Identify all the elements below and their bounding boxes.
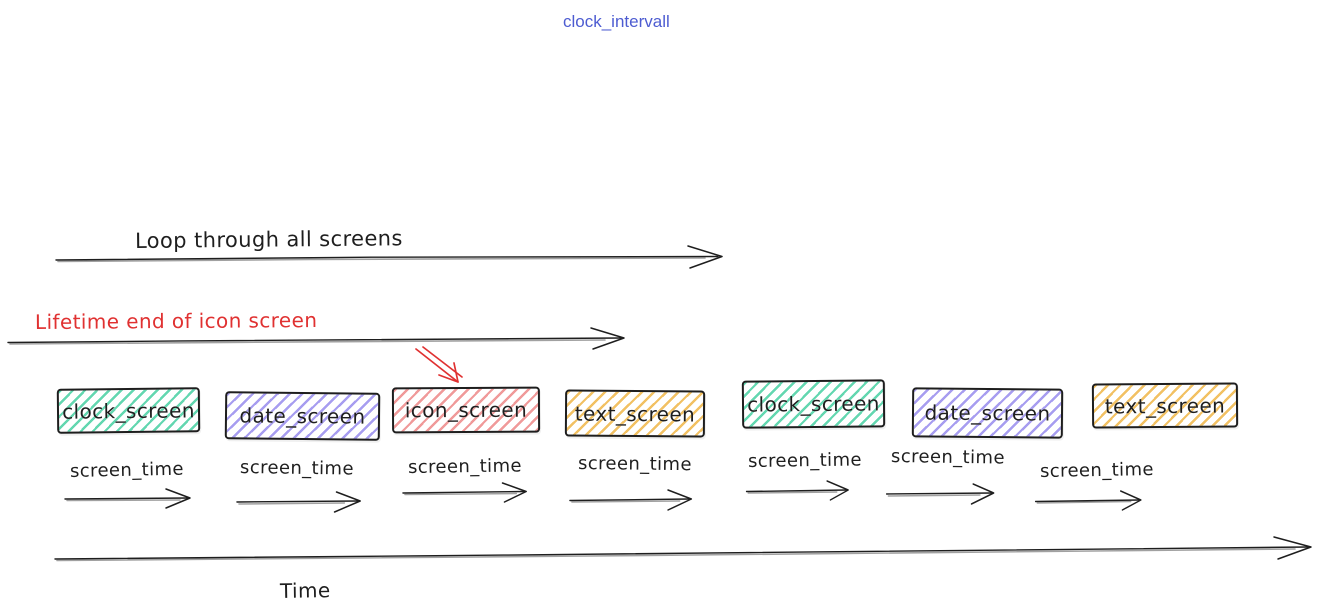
- screen-box-icon: icon_screen: [391, 386, 541, 434]
- screen-time-label: screen_time: [890, 446, 1006, 469]
- screen-time-label: screen_time: [1039, 459, 1155, 482]
- screen-time-label: screen_time: [407, 455, 523, 478]
- screen-box-label: date_screen: [924, 400, 1051, 426]
- screen-time-arrow: [236, 491, 361, 513]
- screen-time-arrow: [885, 483, 995, 505]
- screen-box-label: text_screen: [1104, 393, 1226, 418]
- screen-time-arrow: [745, 480, 849, 501]
- screen-time-label: screen_time: [577, 453, 693, 476]
- screen-box-label: clock_screen: [747, 391, 880, 417]
- screen-box-clock-1: clock_screen: [56, 387, 201, 434]
- time-axis-arrow: [54, 536, 1312, 562]
- screen-box-label: clock_screen: [62, 397, 195, 424]
- screen-box-date-2: date_screen: [911, 387, 1064, 439]
- time-axis-label: Time: [279, 578, 331, 603]
- screen-time-label: screen_time: [69, 458, 185, 482]
- screen-time-arrow: [1034, 490, 1142, 511]
- screen-box-text-1: text_screen: [564, 389, 706, 438]
- red-pointer-arrow: [415, 346, 463, 383]
- screen-box-label: date_screen: [239, 403, 366, 429]
- screen-box-clock-2: clock_screen: [741, 379, 886, 429]
- loop-arrow: [55, 245, 723, 269]
- screen-time-label: screen_time: [239, 457, 355, 480]
- screen-time-arrow: [402, 482, 527, 503]
- screen-box-label: text_screen: [574, 401, 696, 426]
- lifetime-arrow: [7, 327, 625, 350]
- screen-time-arrow: [569, 489, 693, 511]
- screen-box-text-2: text_screen: [1091, 382, 1239, 429]
- screen-time-arrow: [64, 488, 191, 509]
- screen-time-label: screen_time: [747, 449, 863, 472]
- screen-box-label: icon_screen: [404, 397, 528, 423]
- diagram-title: clock_intervall: [563, 12, 670, 31]
- screen-box-date-1: date_screen: [224, 391, 381, 441]
